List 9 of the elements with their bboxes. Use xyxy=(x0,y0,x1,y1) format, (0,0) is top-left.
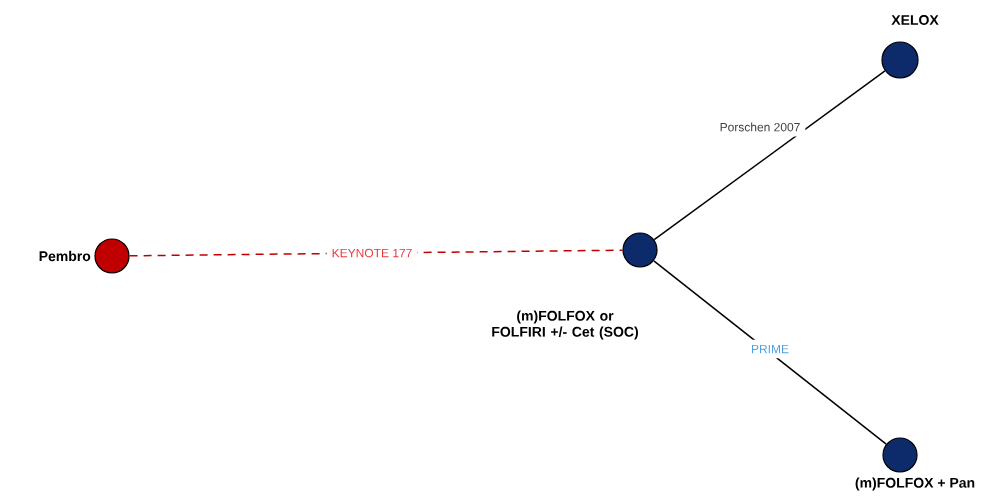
node-label: Pembro xyxy=(39,250,91,262)
connector-line xyxy=(653,260,887,445)
node-label: (m)FOLFOX or FOLFIRI +/- Cet (SOC) xyxy=(492,310,638,340)
edge-label: KEYNOTE 177 xyxy=(326,243,418,263)
edge-label: Porschen 2007 xyxy=(714,117,806,137)
connector-line xyxy=(653,70,886,241)
edge-label: PRIME xyxy=(746,339,794,359)
node-label: XELOX xyxy=(891,15,939,25)
node-label: (m)FOLFOX + Pan xyxy=(855,477,975,491)
